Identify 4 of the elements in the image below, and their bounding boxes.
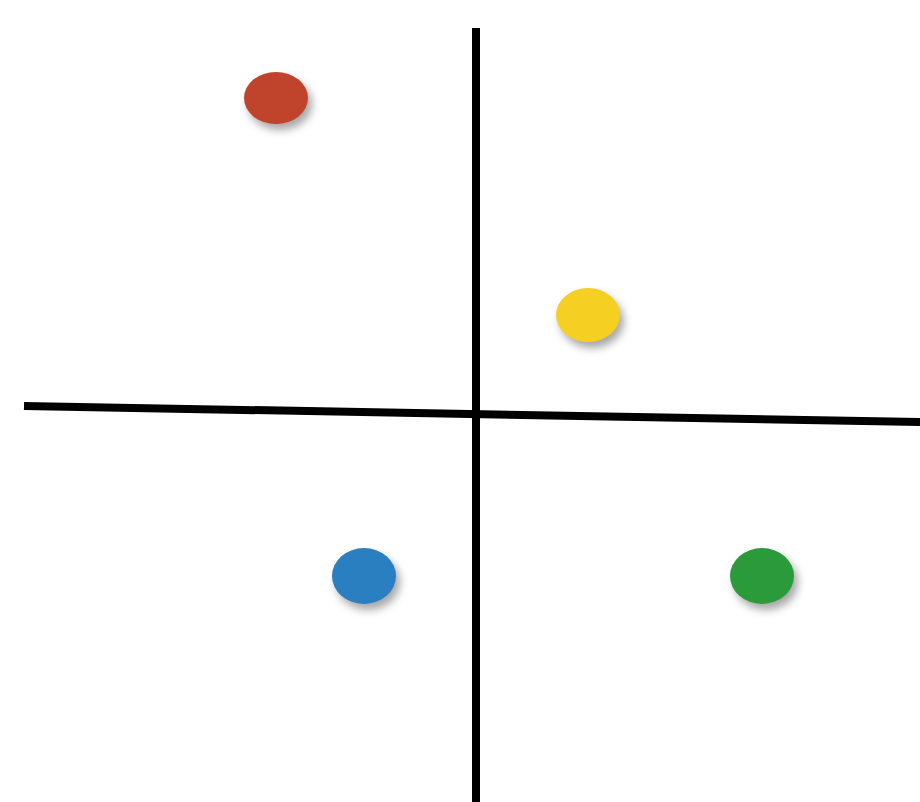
- dot: [730, 548, 794, 604]
- dot: [244, 72, 308, 124]
- dot: [332, 548, 396, 604]
- dot: [556, 288, 620, 342]
